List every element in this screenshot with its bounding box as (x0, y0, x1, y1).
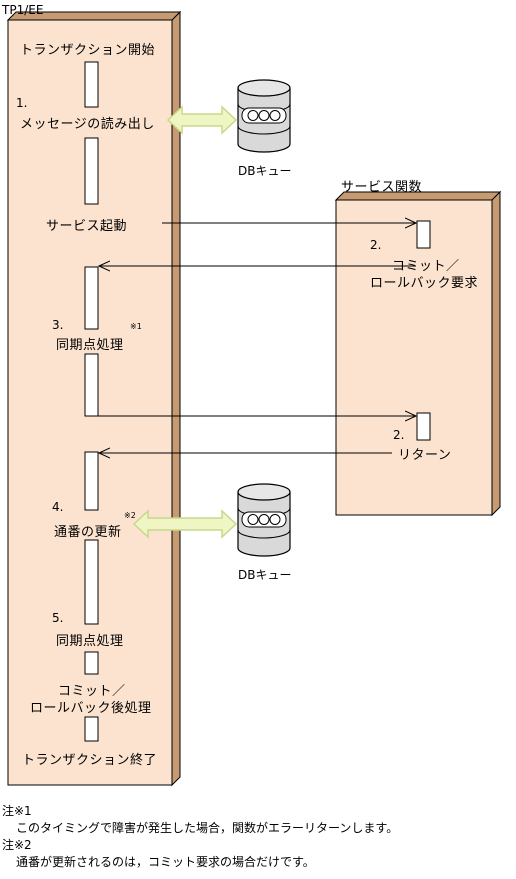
note-mark-2: ※2 (124, 511, 136, 520)
step4-number: 4. (52, 500, 64, 514)
step2a-label-line1: コミット／ (392, 259, 460, 274)
step2b-number: 2. (393, 428, 405, 442)
tp1ee-title: TP1/EE (2, 3, 44, 17)
db-update-arrow (132, 509, 238, 539)
db-queue-icon (237, 79, 291, 153)
activation-bar (84, 353, 99, 417)
step3-number: 3. (52, 318, 64, 332)
step2a-label-line2: ロールバック要求 (370, 276, 479, 291)
step5-number: 5. (52, 611, 64, 625)
activation-bar (84, 61, 99, 108)
step4-label: 通番の更新 (54, 525, 122, 540)
service-activation-bar (416, 412, 431, 441)
commit-label-line1: コミット／ (58, 684, 126, 699)
transaction-end-label: トランザクション終了 (22, 753, 158, 768)
db-read-arrow (166, 105, 238, 135)
step5-label: 同期点処理 (56, 634, 124, 649)
note1-title: 注※1 (2, 804, 32, 818)
note1-text: このタイミングで障害が発生した場合，関数がエラーリターンします。 (16, 821, 399, 835)
step1-label: メッセージの読み出し (20, 117, 155, 132)
note2-title: 注※2 (2, 838, 32, 852)
activation-bar (84, 716, 99, 742)
service-activation-bar (416, 220, 431, 249)
step3-label: 同期点処理 (56, 338, 124, 353)
transaction-start-label: トランザクション開始 (20, 43, 156, 58)
db-queue-label-top: DBキュー (238, 164, 292, 178)
service-start-label: サービス起動 (46, 219, 128, 234)
activation-bar (84, 651, 99, 675)
step2a-number: 2. (370, 238, 382, 252)
activation-bar (84, 266, 99, 330)
step2b-label: リターン (398, 448, 452, 463)
service-function-title: サービス関数 (341, 180, 423, 195)
activation-bar (84, 137, 99, 205)
step1-number: 1. (16, 96, 28, 110)
note-mark-1: ※1 (130, 322, 142, 331)
activation-bar (84, 539, 99, 625)
db-queue-icon (237, 483, 291, 557)
service-function-box (334, 190, 502, 517)
activation-bar (84, 451, 99, 511)
db-queue-label-bottom: DBキュー (238, 568, 292, 582)
note2-text: 通番が更新されるのは，コミット要求の場合だけです。 (16, 855, 315, 869)
commit-label-line2: ロールバック後処理 (30, 701, 152, 716)
